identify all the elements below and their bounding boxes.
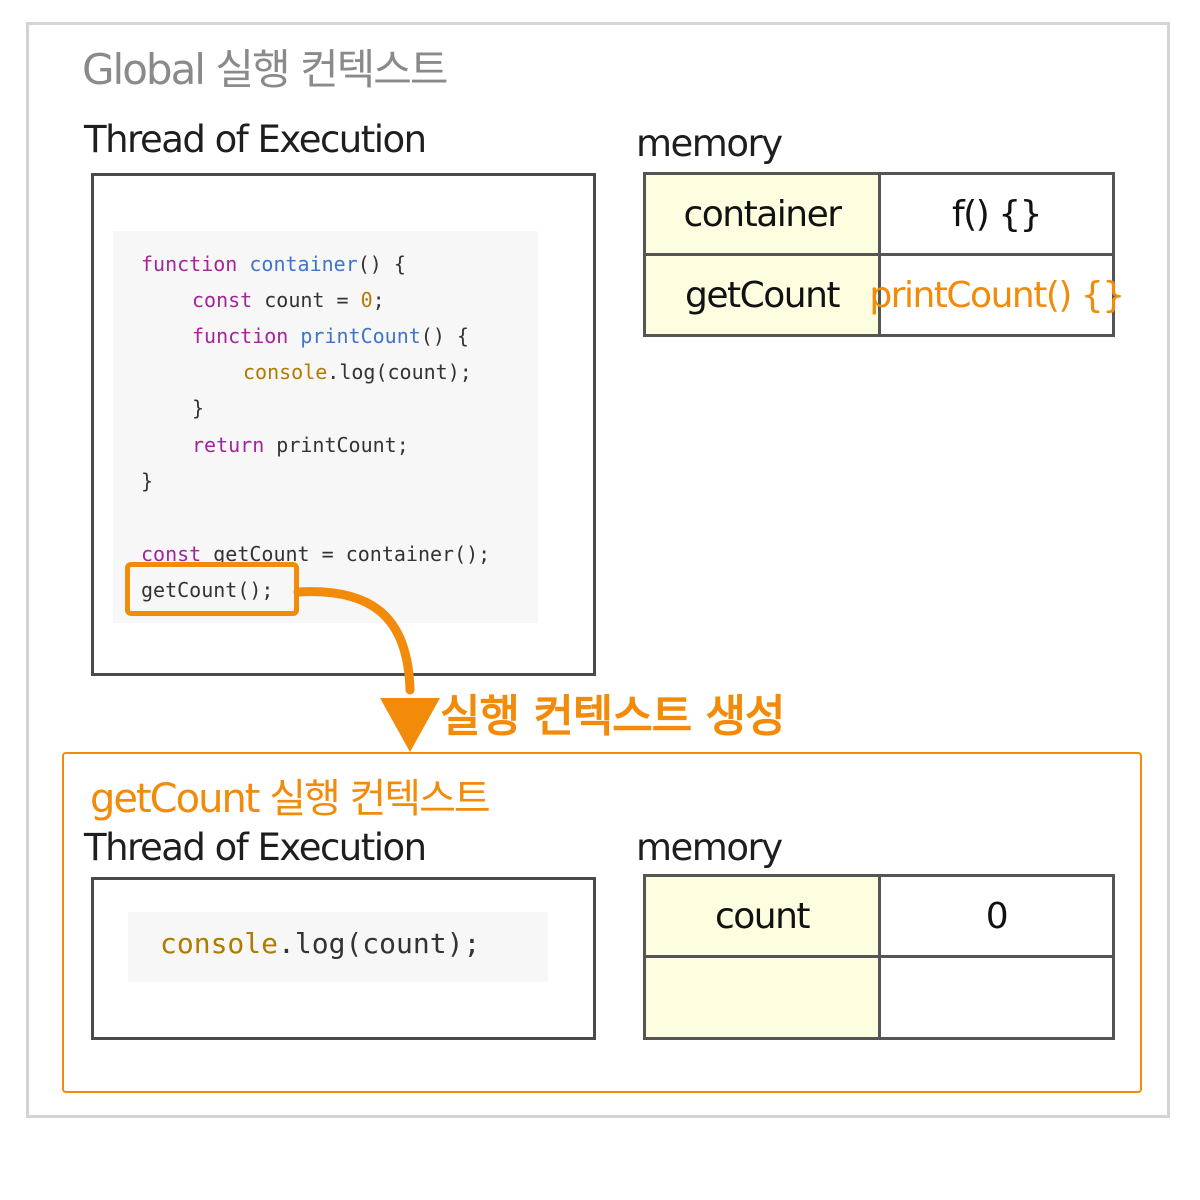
code-line-1: function container() {: [141, 252, 406, 276]
code-line-4: console.log(count);: [243, 360, 472, 384]
getcount-context-title: getCount 실행 컨텍스트: [90, 776, 491, 822]
exec-memory-label: memory: [636, 826, 783, 869]
memory-value-count: 0: [878, 874, 1115, 958]
memory-key-container: container: [643, 172, 881, 256]
exec-code-block: [128, 912, 548, 982]
exec-code-line: console.log(count);: [160, 927, 481, 960]
arrow-icon: [293, 587, 440, 752]
code-line-9: getCount();: [141, 578, 274, 602]
code-line-5: }: [192, 396, 205, 420]
exec-thread-label: Thread of Execution: [84, 826, 427, 869]
global-context-title: Global 실행 컨텍스트: [82, 45, 449, 94]
code-line-6: return printCount;: [192, 433, 409, 457]
code-line-7: }: [141, 469, 154, 493]
memory-value-getcount: printCount() {}: [869, 253, 1125, 337]
getcount-context-box: [62, 752, 1142, 1093]
memory-value-empty: [878, 955, 1115, 1040]
code-line-3: function printCount() {: [192, 324, 469, 348]
getcount-call-highlight: [125, 562, 299, 616]
arrow-label: 실행 컨텍스트 생성: [440, 691, 785, 742]
memory-key-empty: [643, 955, 881, 1040]
global-thread-label: Thread of Execution: [84, 118, 427, 161]
memory-key-count: count: [643, 874, 881, 958]
global-context-box: [26, 22, 1170, 1118]
global-code-block: [113, 231, 538, 623]
memory-value-container: f() {}: [878, 172, 1115, 256]
global-memory-label: memory: [636, 122, 783, 165]
code-line-2: const count = 0;: [192, 288, 385, 312]
memory-key-getcount: getCount: [643, 253, 881, 337]
